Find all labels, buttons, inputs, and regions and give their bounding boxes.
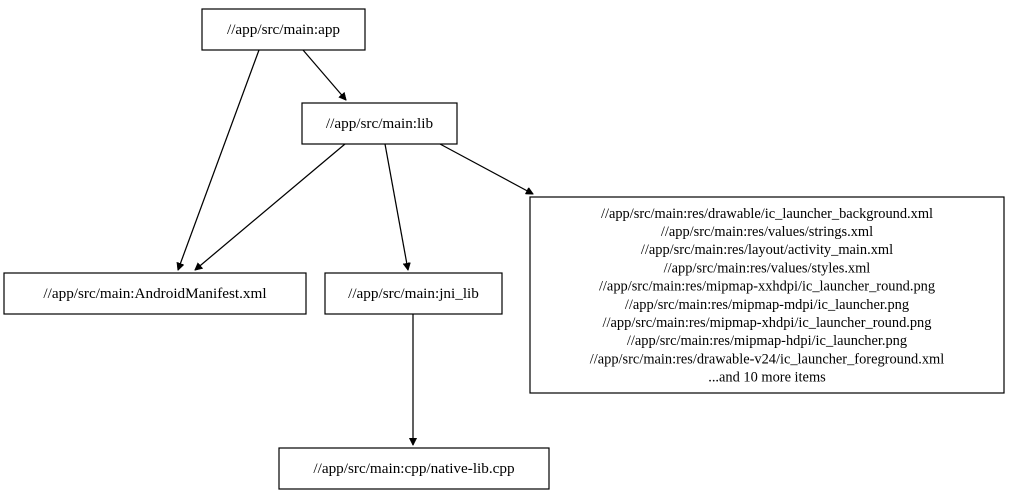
node-label-native_lib: //app/src/main:cpp/native-lib.cpp bbox=[313, 460, 514, 477]
node-label-line: //app/src/main:res/mipmap-xhdpi/ic_launc… bbox=[603, 315, 932, 331]
node-label-line: //app/src/main:res/mipmap-hdpi/ic_launch… bbox=[627, 333, 907, 349]
graph-edge-lib-to-jni_lib bbox=[384, 143, 408, 270]
node-box-resources bbox=[529, 196, 1005, 394]
node-label-line: //app/src/main:res/drawable-v24/ic_launc… bbox=[590, 351, 944, 367]
node-box-jni_lib bbox=[324, 272, 503, 315]
graph-node-jni_lib[interactable]: //app/src/main:jni_lib bbox=[324, 272, 503, 315]
graph-node-resources[interactable]: //app/src/main:res/drawable/ic_launcher_… bbox=[529, 196, 1005, 394]
node-label-line: //app/src/main:res/values/styles.xml bbox=[664, 260, 871, 276]
graph-node-manifest[interactable]: //app/src/main:AndroidManifest.xml bbox=[3, 272, 307, 315]
edges-layer bbox=[178, 49, 533, 445]
graph-node-app[interactable]: //app/src/main:app bbox=[201, 8, 366, 51]
node-box-native_lib bbox=[278, 447, 550, 490]
node-label-resources: //app/src/main:res/drawable/ic_launcher_… bbox=[590, 206, 944, 386]
node-label-app: //app/src/main:app bbox=[227, 21, 340, 38]
node-label-line: //app/src/main:res/mipmap-xxhdpi/ic_laun… bbox=[599, 279, 935, 295]
node-label-jni_lib: //app/src/main:jni_lib bbox=[348, 285, 479, 302]
graph-edge-lib-to-manifest bbox=[195, 143, 346, 270]
graph-edge-app-to-manifest bbox=[178, 49, 260, 270]
node-label-manifest: //app/src/main:AndroidManifest.xml bbox=[43, 285, 266, 302]
node-label-line: //app/src/main:res/layout/activity_main.… bbox=[641, 242, 893, 258]
node-label-line: ...and 10 more items bbox=[708, 370, 826, 386]
graph-edge-app-to-lib bbox=[302, 49, 346, 100]
node-box-app bbox=[201, 8, 366, 51]
node-label-lib: //app/src/main:lib bbox=[326, 115, 434, 132]
node-label-line: //app/src/main:res/drawable/ic_launcher_… bbox=[601, 206, 933, 222]
graph-node-lib[interactable]: //app/src/main:lib bbox=[301, 102, 458, 145]
node-box-lib bbox=[301, 102, 458, 145]
node-label-line: //app/src/main:res/mipmap-mdpi/ic_launch… bbox=[625, 297, 909, 313]
nodes-layer: //app/src/main:app //app/src/main:lib //ap… bbox=[3, 8, 1005, 490]
graph-node-native_lib[interactable]: //app/src/main:cpp/native-lib.cpp bbox=[278, 447, 550, 490]
node-box-manifest bbox=[3, 272, 307, 315]
graph-edge-lib-to-resources bbox=[439, 143, 533, 195]
node-label-line: //app/src/main:res/values/strings.xml bbox=[661, 224, 873, 240]
